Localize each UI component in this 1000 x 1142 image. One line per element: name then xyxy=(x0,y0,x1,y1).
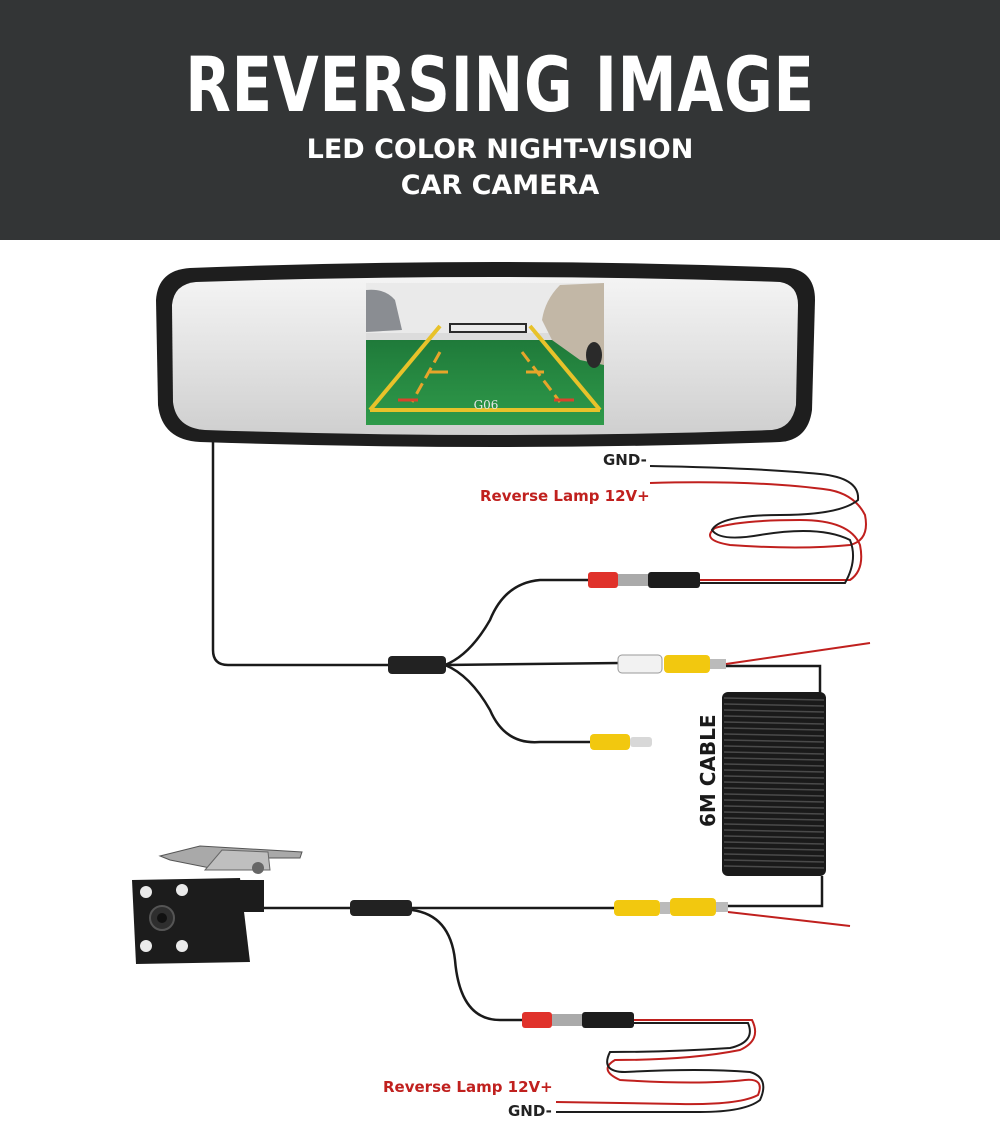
coil-line xyxy=(723,763,825,767)
coil-line xyxy=(723,769,825,773)
power-connector-bottom xyxy=(522,1012,634,1028)
coil-line xyxy=(723,733,825,737)
coil-line xyxy=(723,793,825,797)
coil-line xyxy=(723,697,825,701)
black-cables xyxy=(211,442,621,1022)
coil-line xyxy=(723,805,825,809)
y-splitter-bottom xyxy=(350,900,412,916)
rca-connector-bottom xyxy=(614,898,728,916)
coil-line xyxy=(723,727,825,731)
backup-camera xyxy=(132,845,303,964)
coil-line xyxy=(723,817,825,821)
coil-line xyxy=(723,757,825,761)
parking-spot-label: G06 xyxy=(474,398,499,412)
coil-line xyxy=(723,745,825,749)
coil-line xyxy=(723,859,825,863)
coil-line xyxy=(723,703,825,707)
coil-line xyxy=(723,841,825,845)
page-title: REVERSING IMAGE xyxy=(185,40,815,129)
top-power-wires xyxy=(649,465,867,584)
power-connector-top xyxy=(588,572,700,588)
subtitle-line-1: LED COLOR NIGHT-VISION xyxy=(306,134,694,165)
gnd-label-bottom: GND- xyxy=(508,1102,552,1120)
rca-connector-lower xyxy=(590,734,652,750)
gnd-label-top: GND- xyxy=(603,451,647,469)
coil-line xyxy=(723,853,825,857)
header-banner: REVERSING IMAGE LED COLOR NIGHT-VISION C… xyxy=(0,0,1000,240)
coil-line xyxy=(723,721,825,725)
coiled-cable xyxy=(722,692,826,876)
coil-line xyxy=(723,739,825,743)
coil-line xyxy=(723,775,825,779)
coil-line xyxy=(723,865,825,869)
reverse-lamp-label-bottom: Reverse Lamp 12V+ xyxy=(383,1078,553,1096)
subtitle-line-2: CAR CAMERA xyxy=(400,170,600,201)
coil-line xyxy=(723,781,825,785)
bottom-power-wires xyxy=(555,1019,765,1113)
cable-length-label: 6M CABLE xyxy=(696,714,720,827)
monitor-screen: G06 xyxy=(366,283,604,425)
coil-line xyxy=(723,709,825,713)
rca-connector-middle xyxy=(617,654,726,674)
coil-line xyxy=(723,799,825,803)
coil-line xyxy=(723,811,825,815)
coil-line xyxy=(723,823,825,827)
coil-line xyxy=(723,715,825,719)
coil-line xyxy=(723,829,825,833)
reverse-lamp-label-top: Reverse Lamp 12V+ xyxy=(480,487,650,505)
coil-line xyxy=(723,847,825,851)
coil-line xyxy=(723,835,825,839)
coil-line xyxy=(723,751,825,755)
coil-line xyxy=(723,787,825,791)
y-splitter-top xyxy=(388,656,446,674)
